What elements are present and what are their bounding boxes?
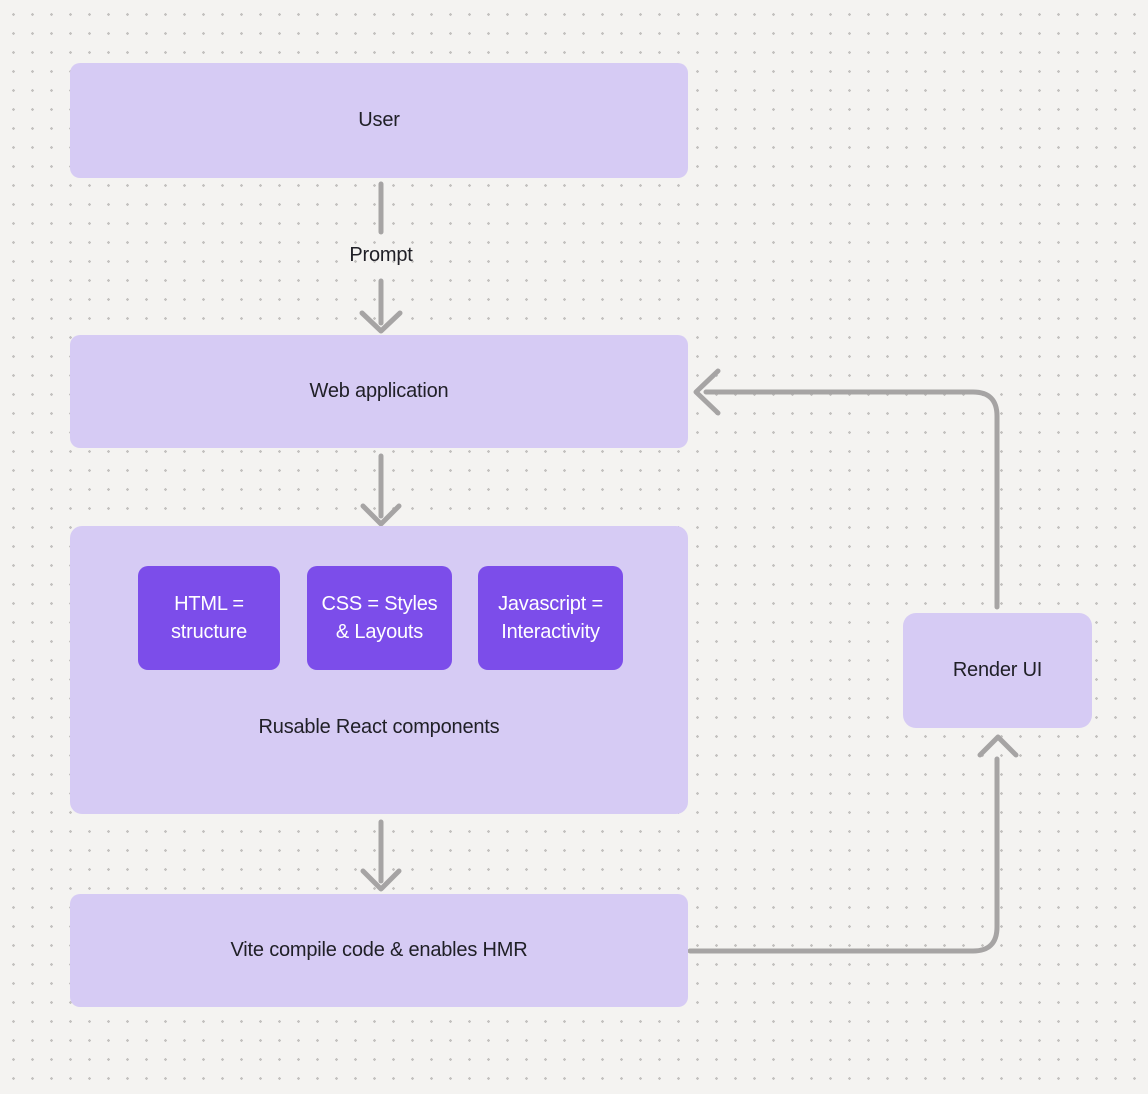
- node-user-label: User: [358, 109, 400, 131]
- node-vite: Vite compile code & enables HMR: [70, 894, 688, 1007]
- card-html: HTML = structure: [138, 566, 280, 670]
- arrow-head-down-icon: [359, 310, 403, 334]
- card-javascript: Javascript = Interactivity: [478, 566, 623, 670]
- arrow-head-down-icon: [360, 503, 402, 527]
- connector-render-ui-to-web-application-line: [703, 389, 1000, 610]
- node-vite-label: Vite compile code & enables HMR: [230, 939, 528, 961]
- node-render-ui: Render UI: [903, 613, 1092, 728]
- node-user: User: [70, 63, 688, 178]
- connector-vite-to-render-ui-line: [687, 756, 1000, 954]
- arrow-head-left-icon: [693, 368, 721, 416]
- components-caption: Rusable React components: [258, 716, 500, 738]
- node-components-container: HTML = structure CSS = Styles & Layouts …: [70, 526, 688, 814]
- arrow-head-down-icon: [360, 868, 402, 892]
- card-javascript-label: Javascript = Interactivity: [498, 593, 603, 643]
- arrow-head-up-icon: [977, 734, 1019, 758]
- edge-label-prompt: Prompt: [349, 244, 413, 266]
- node-render-ui-label: Render UI: [952, 659, 1043, 681]
- card-css: CSS = Styles & Layouts: [307, 566, 452, 670]
- card-html-label: HTML = structure: [170, 593, 247, 643]
- node-web-application: Web application: [70, 335, 688, 448]
- node-web-application-label: Web application: [309, 380, 449, 402]
- card-css-label: CSS = Styles & Layouts: [321, 593, 438, 643]
